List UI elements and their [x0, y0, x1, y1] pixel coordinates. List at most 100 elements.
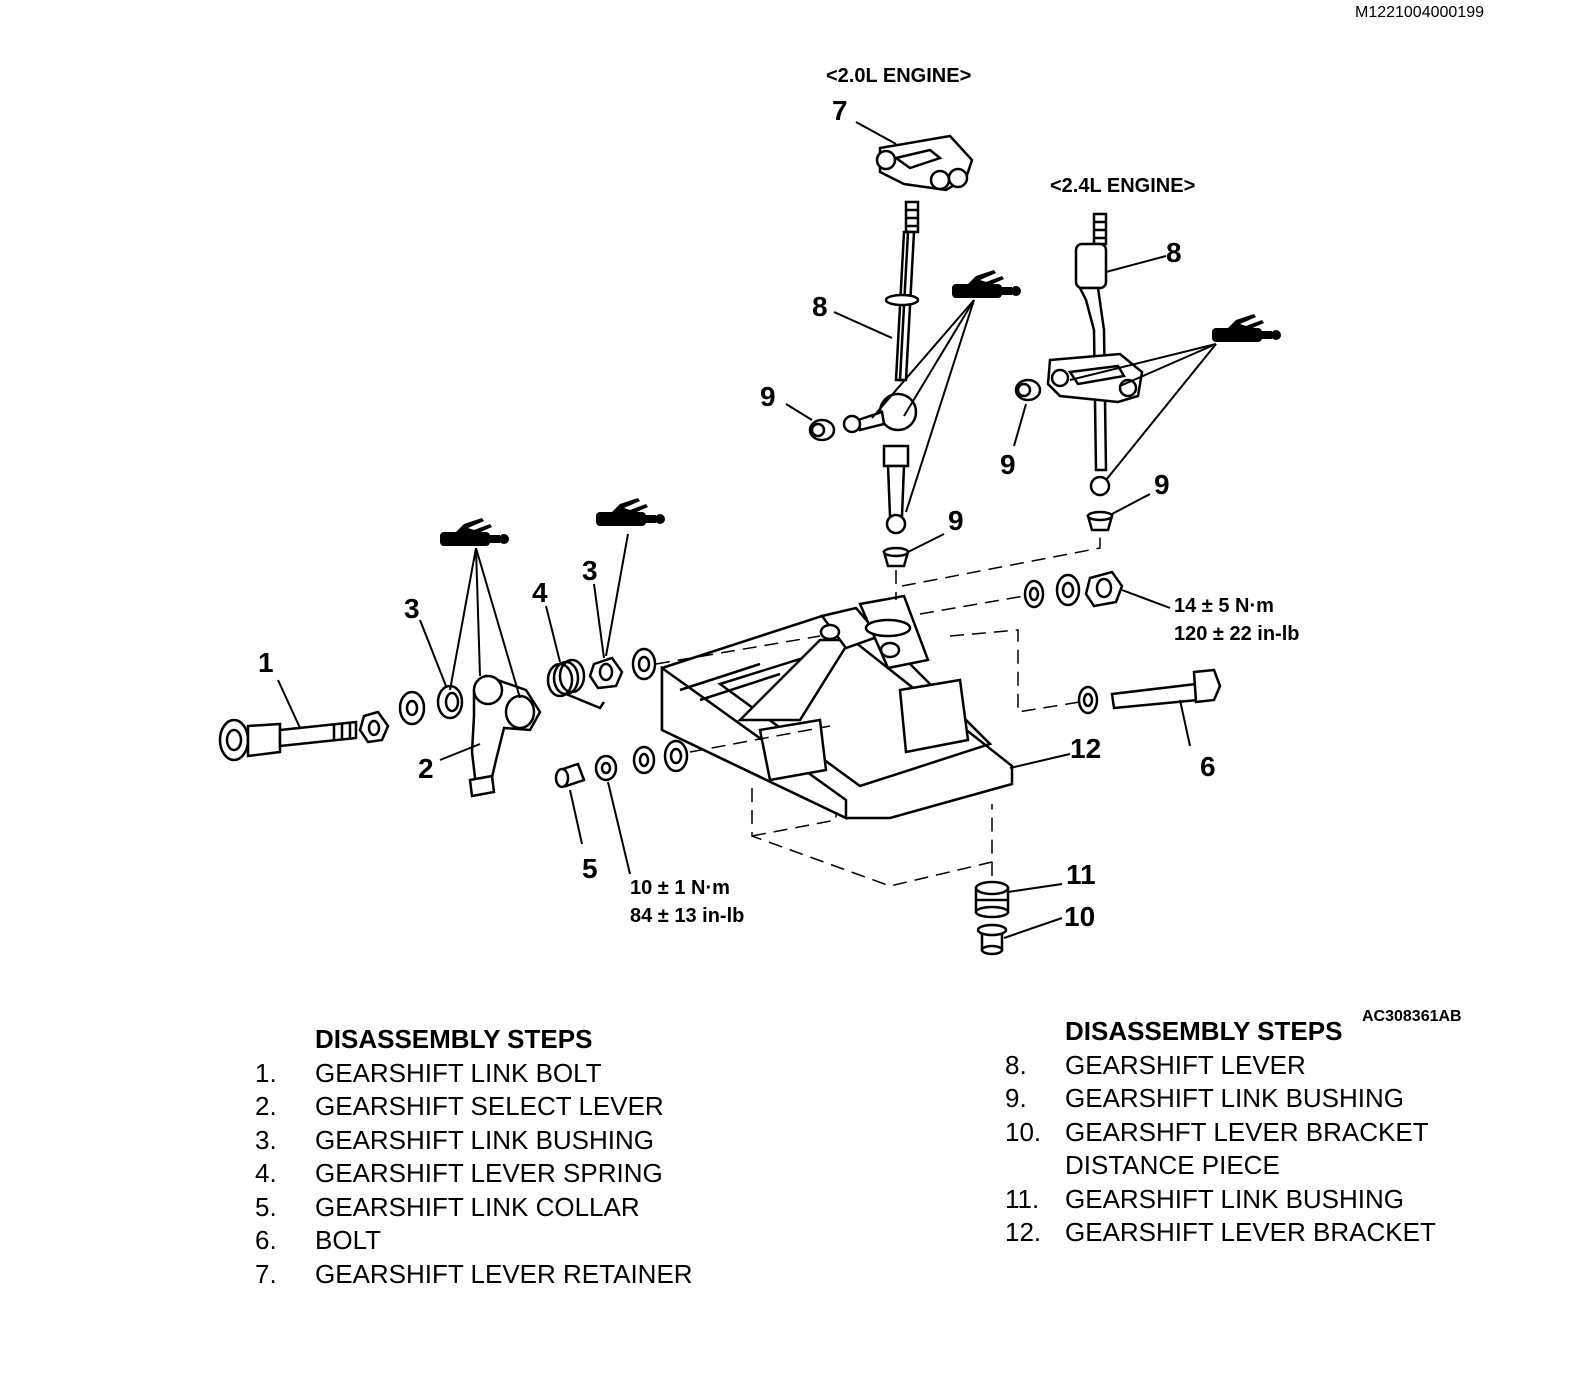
step-number: 12. — [1005, 1217, 1042, 1247]
washer-right-2 — [1055, 573, 1081, 607]
nut-left — [358, 710, 390, 744]
engine-label-2-0l: <2.0L ENGINE> — [826, 65, 971, 87]
leader-lines — [277, 121, 1217, 939]
step-number: 9. — [1005, 1083, 1027, 1113]
gearshift-link-bushing-3-left — [436, 684, 464, 720]
step-text: GEARSHIFT LINK BUSHING — [1065, 1083, 1405, 1113]
washer-collar-3 — [663, 739, 689, 773]
gearshift-link-bushing-9-a — [808, 418, 836, 442]
step-text: GEARSHFT LEVER BRACKET — [1065, 1116, 1429, 1147]
callout-9-d: 9 — [1154, 469, 1170, 500]
callout-11: 11 — [1066, 859, 1096, 890]
gearshift-lever-retainer — [875, 134, 974, 192]
gearshift-link-bushing-9-d — [1086, 510, 1114, 532]
gearshift-link-bolt — [218, 718, 358, 762]
callout-4: 4 — [532, 577, 548, 608]
step-number: 10. — [1005, 1116, 1042, 1147]
gearshift-link-bushing-11 — [974, 880, 1010, 919]
step-number: 2. — [255, 1091, 277, 1121]
nut-right — [1084, 570, 1124, 608]
steps-heading: DISASSEMBLY STEPS — [315, 1024, 593, 1054]
callout-8-left: 8 — [812, 291, 828, 322]
exploded-view-diagram: <2.0L ENGINE> <2.4L ENGINE> — [218, 65, 1299, 956]
steps-heading: DISASSEMBLY STEPS — [1065, 1016, 1343, 1046]
washer-right-1 — [1023, 579, 1045, 609]
callout-10: 10 — [1064, 901, 1095, 932]
gearshift-lever-bracket — [660, 594, 1014, 820]
callout-9-c: 9 — [1000, 449, 1016, 480]
callout-3-left: 3 — [404, 593, 420, 624]
step-number: 11. — [1005, 1183, 1040, 1214]
engine-label-2-4l: <2.4L ENGINE> — [1050, 175, 1195, 197]
step-text: GEARSHIFT SELECT LEVER — [315, 1091, 664, 1121]
bolt-6 — [1110, 668, 1222, 710]
grease-icon-2-0l — [952, 270, 1021, 298]
document-id: M1221004000199 — [1354, 4, 1484, 21]
gearshift-lever-bracket-distance-piece — [976, 923, 1008, 956]
grease-icon-bushing-3 — [596, 498, 665, 526]
step-text: GEARSHIFT LEVER BRACKET — [1065, 1217, 1436, 1247]
figure-id: AC308361AB — [1362, 1008, 1462, 1025]
step-item: 3. GEARSHIFT LINK BUSHING — [255, 1124, 775, 1158]
callout-3-right: 3 — [582, 555, 598, 586]
washer-collar-1 — [594, 754, 618, 782]
step-number: 7. — [255, 1258, 277, 1289]
callout-7: 7 — [832, 95, 848, 126]
callout-2: 2 — [418, 753, 434, 784]
callout-8-right: 8 — [1166, 237, 1182, 268]
torque-spec-nut-inlb: 120 ± 22 in-lb — [1174, 623, 1299, 645]
step-text: BOLT — [315, 1225, 381, 1255]
torque-spec-nut-nm: 14 ± 5 N·m — [1174, 595, 1274, 617]
washer-left — [398, 690, 426, 726]
step-text: GEARSHIFT LINK BOLT — [315, 1057, 602, 1088]
step-number: 4. — [255, 1158, 277, 1188]
grease-icon-select-lever — [440, 518, 509, 546]
step-item: 7. GEARSHIFT LEVER RETAINER — [255, 1258, 775, 1292]
disassembly-steps-right: DISASSEMBLY STEPS 8. GEARSHIFT LEVER 9. GE… — [1005, 1015, 1525, 1250]
step-text: GEARSHIFT LEVER RETAINER — [315, 1258, 693, 1289]
torque-spec-bolt-inlb: 84 ± 13 in-lb — [630, 905, 744, 927]
step-item: 12. GEARSHIFT LEVER BRACKET — [1005, 1216, 1525, 1250]
step-item: 5. GEARSHIFT LINK COLLAR — [255, 1191, 775, 1225]
step-number: 6. — [255, 1225, 277, 1255]
step-number: 5. — [255, 1191, 277, 1222]
step-number — [1005, 1149, 1065, 1183]
step-item: DISTANCE PIECE — [1005, 1149, 1525, 1183]
step-item: 4. GEARSHIFT LEVER SPRING — [255, 1157, 775, 1191]
step-item: 2. GEARSHIFT SELECT LEVER — [255, 1090, 775, 1124]
washer-bolt-6 — [1077, 685, 1099, 715]
step-item: 8. GEARSHIFT LEVER — [1005, 1049, 1525, 1083]
step-item: 1. GEARSHIFT LINK BOLT — [255, 1057, 775, 1091]
alignment-lines — [655, 530, 1101, 887]
step-text: GEARSHIFT LINK BUSHING — [1065, 1183, 1405, 1214]
callout-9-b: 9 — [948, 505, 964, 536]
step-text: GEARSHIFT LINK COLLAR — [315, 1191, 640, 1222]
gearshift-lever-spring — [546, 658, 606, 710]
step-text: GEARSHIFT LEVER — [1065, 1049, 1306, 1080]
gearshift-lever-2-0l — [842, 200, 920, 535]
gearshift-link-bushing-9-c — [1014, 378, 1042, 402]
step-text: GEARSHIFT LEVER SPRING — [315, 1158, 663, 1188]
step-item: 9. GEARSHIFT LINK BUSHING — [1005, 1082, 1525, 1116]
gearshift-link-collar — [554, 762, 586, 789]
step-item: 6. BOLT — [255, 1224, 775, 1258]
washer-center-top — [631, 647, 657, 681]
disassembly-steps-left: DISASSEMBLY STEPS 1.GEARSHIFT LINK BOLT … — [255, 1023, 775, 1291]
step-number: 8. — [1005, 1049, 1027, 1080]
gearshift-link-bushing-9-b — [882, 546, 910, 568]
callout-1: 1 — [258, 647, 274, 678]
torque-spec-bolt-nm: 10 ± 1 N·m — [630, 877, 730, 899]
step-number: 3. — [255, 1124, 277, 1155]
washer-collar-2 — [632, 745, 656, 775]
callout-9-a: 9 — [760, 381, 776, 412]
callout-12: 12 — [1070, 733, 1101, 764]
gearshift-select-lever — [468, 674, 542, 798]
step-item: 10. GEARSHFT LEVER BRACKET — [1005, 1116, 1525, 1150]
step-text: GEARSHIFT LINK BUSHING — [315, 1124, 655, 1155]
callout-6: 6 — [1200, 751, 1216, 782]
step-text: DISTANCE PIECE — [1065, 1150, 1280, 1180]
gearshift-link-bushing-3-right — [588, 656, 624, 690]
step-number: 1. — [255, 1057, 277, 1088]
step-item: 11. GEARSHIFT LINK BUSHING — [1005, 1183, 1525, 1217]
callout-5: 5 — [582, 853, 598, 884]
